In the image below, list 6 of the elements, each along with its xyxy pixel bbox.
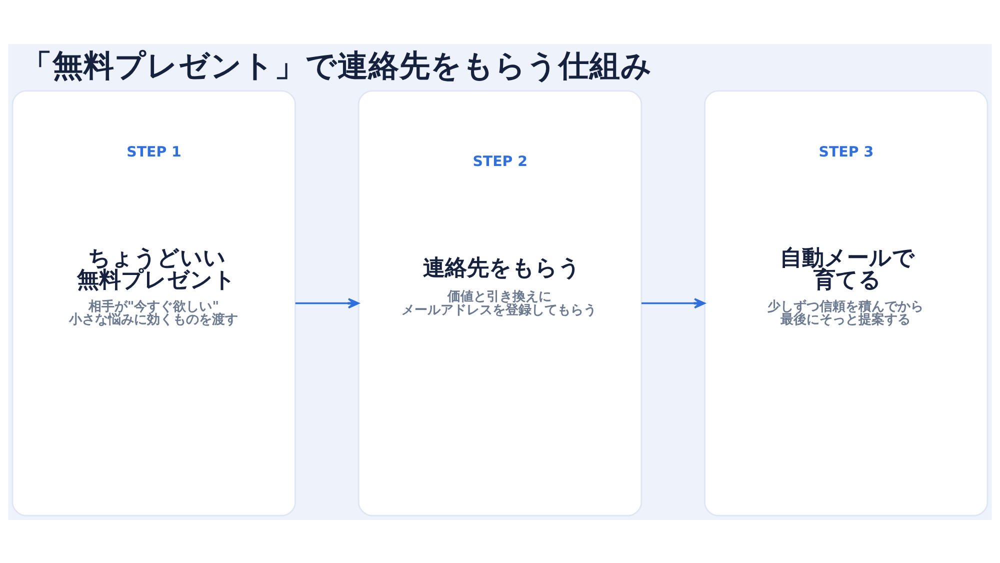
arrow: [641, 298, 706, 308]
arrow: [295, 298, 360, 308]
node-box: STEP 2 連絡先をもらう 価値と引き換えにメールアドレスを登録してもらう: [358, 90, 642, 516]
node-box: STEP 1 ちょうどいい無料プレゼント 相手が"今すぐ欲しい"小さな悩みに効くものを渡す: [12, 90, 296, 516]
node-box: STEP 3 自動メールで育てる 少しずつ信頼を積んでから最後にそっと提案する: [704, 90, 988, 516]
diagram-title: 「無料プレゼント」で連絡先をもらう仕組み: [21, 48, 652, 84]
